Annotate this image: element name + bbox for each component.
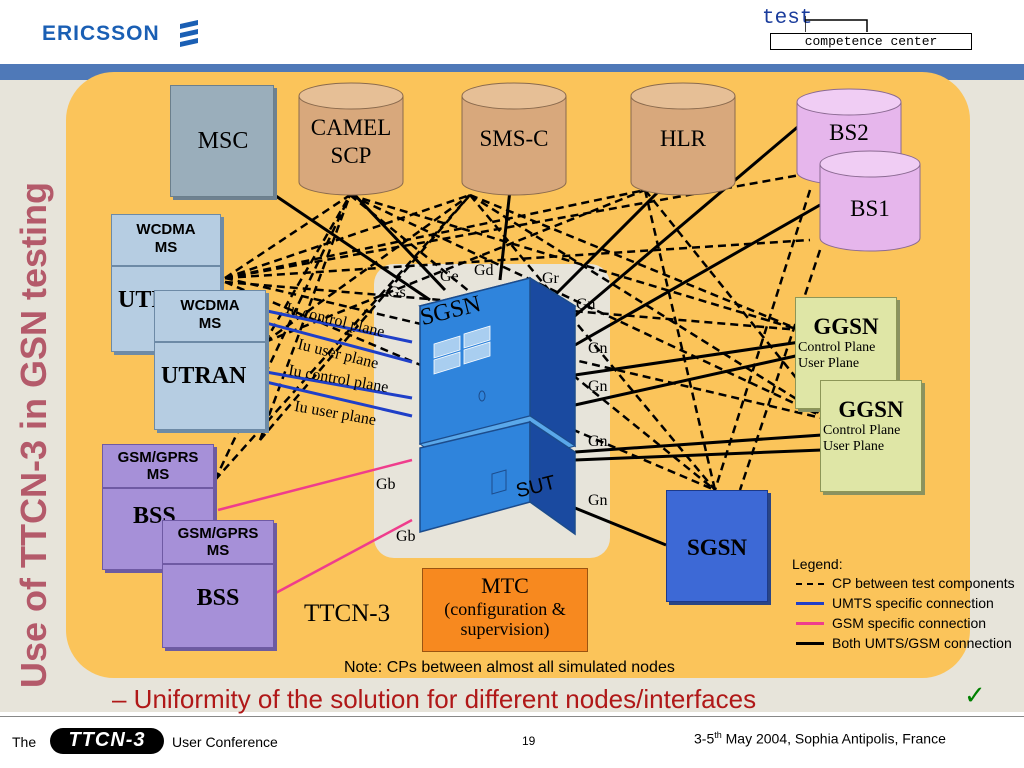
gn-label-4: Gn [588,433,608,450]
camel-scp-label: CAMEL SCP [297,114,405,170]
sms-c-node [461,82,567,196]
legend-both-swatch [796,642,824,645]
page-number: 19 [522,734,536,748]
footer-date-rest: May 2004, Sophia Antipolis, France [721,730,946,747]
ggsn-1-label: GGSN [813,314,879,339]
gd-label: Gd [474,262,494,279]
gsm-ms-1-line2: MS [146,466,170,483]
gsm-ms-2-line2: MS [206,542,230,559]
wcdma-ms-1-line1: WCDMA [136,221,196,238]
footer-date-sup: th [714,730,722,740]
header: ERICSSON test competence center [0,0,1024,64]
footer-date: 3-5th May 2004, Sophia Antipolis, France [694,730,946,747]
wcdma-ms-2: WCDMA MS [154,290,266,342]
ggsn-2-control-plane: Control Plane [823,423,901,438]
gsm-ms-2-line1: GSM/GPRS [177,525,259,542]
footer-date-start: 3-5 [694,730,715,747]
gb-label-1: Gb [376,476,396,493]
msc-label: MSC [197,128,249,154]
footer: The TTCN-3 User Conference 19 3-5th May … [0,718,1024,768]
bs2-label: BS2 [829,120,869,145]
msc-node: MSC [170,85,274,197]
sms-c-label: SMS-C [479,126,549,151]
camel-label-line1: CAMEL [310,115,392,140]
competence-center-label: competence center [770,33,972,50]
footer-divider [0,716,1024,717]
ttcn3-label: TTCN-3 [304,600,391,627]
ttcn3-logo-text: TTCN-3 [68,729,146,751]
wcdma-ms-1-line2: MS [154,239,178,256]
gn-label-3: Gn [588,378,608,395]
ggsn-1-user-plane: User Plane [798,356,860,371]
legend-label-gsm: GSM specific connection [832,615,987,631]
bullet-text: – Uniformity of the solution for differe… [112,684,757,714]
ggsn-2: GGSN Control Plane User Plane [820,380,922,492]
mtc-label: MTC [481,573,529,598]
footer-the: The [12,734,37,750]
gsm-gprs-ms-1: GSM/GPRS MS [102,444,214,488]
camel-scp-node [298,82,404,196]
sgsn-sut-server [418,276,577,536]
utran-2-label: UTRAN [161,363,247,389]
mtc-config-label: (configuration & [444,599,566,619]
mtc-supervision-label: supervision) [460,619,550,639]
checkmark-icon: ✓ [964,680,986,710]
wcdma-ms-2-line1: WCDMA [180,297,240,314]
footer-conference: User Conference [172,734,278,750]
mtc-box: MTC (configuration & supervision) [422,568,588,652]
bs1-node [819,150,921,252]
legend-dashed-swatch [796,583,824,585]
legend-title: Legend: [792,556,843,572]
gn-label-2: Gn [588,340,608,357]
legend-label-both: Both UMTS/GSM connection [832,635,1012,651]
ggsn-2-user-plane: User Plane [823,439,885,454]
gb-label-2: Gb [396,528,416,545]
bs1-label: BS1 [850,196,890,221]
gsm-lines [217,458,413,597]
bss-2-label: BSS [196,585,240,611]
ggsn-1-control-plane: Control Plane [798,340,876,355]
legend-gsm-swatch [796,622,824,625]
sgsn-node: SGSN [666,490,768,602]
ttcn3-logo: TTCN-3 [50,728,164,754]
ericsson-logo-text: ERICSSON [42,22,160,45]
wcdma-ms-1: WCDMA MS [111,214,221,266]
bss-2: BSS [162,564,274,648]
wcdma-ms-2-line2: MS [198,315,222,332]
utran-2: UTRAN [154,342,266,430]
legend-umts-swatch [796,602,824,605]
gn-label-5: Gn [588,492,608,509]
legend-label-cp: CP between test components [832,575,1015,591]
camel-label-line2: SCP [330,143,372,168]
hlr-label: HLR [660,126,706,151]
legend-label-umts: UMTS specific connection [832,595,994,611]
gr-label: Gr [542,270,559,287]
test-logo-bracket-icon [805,16,868,32]
gsm-ms-1-line1: GSM/GPRS [117,449,199,466]
ggsn-2-label: GGSN [838,397,904,422]
test-competence-logo: test [762,7,813,30]
ge-label: Ge [440,268,459,285]
gs-label: Gs [388,284,406,301]
sgsn-node-label: SGSN [686,535,748,560]
gn-label-1: Gn [576,296,596,313]
hlr-node [630,82,736,196]
note-text: Note: CPs between almost all simulated n… [344,659,675,676]
gsm-gprs-ms-2: GSM/GPRS MS [162,520,274,564]
ericsson-logo-icon [180,20,198,47]
